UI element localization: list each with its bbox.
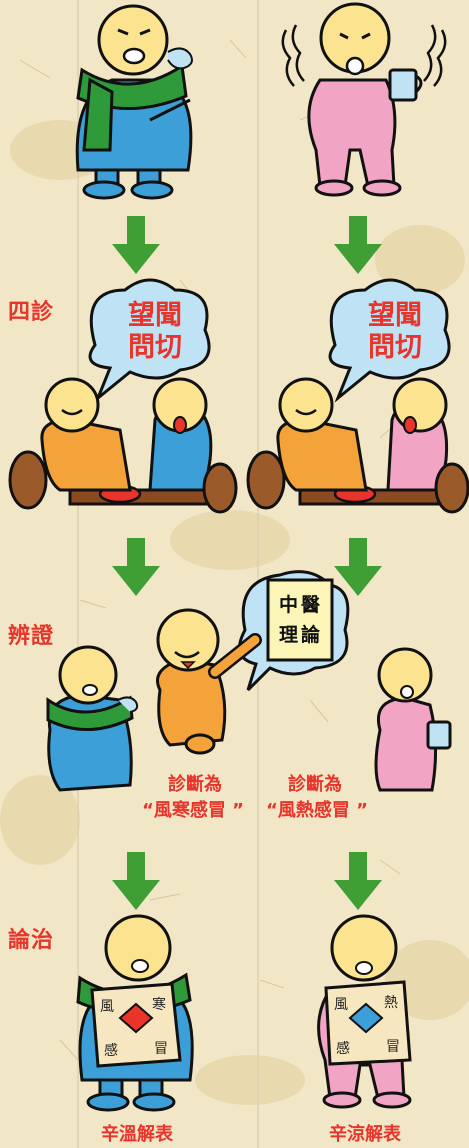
bubble-text-left: 望聞 問切	[115, 300, 195, 364]
cold-patient-top	[75, 4, 193, 200]
hot-patient-middle	[374, 647, 452, 792]
doctor-reasoning	[156, 570, 350, 755]
step-label-diagnosis: 四診	[8, 300, 55, 325]
consultation-left	[8, 278, 238, 514]
treatment-left: 辛溫解表	[101, 1124, 173, 1145]
book-line2: 理論	[278, 624, 323, 646]
bubble-right-line2: 問切	[368, 332, 422, 363]
diagnosis-right-line1: 診斷為	[288, 774, 342, 795]
bubble-left-line2: 問切	[128, 332, 182, 363]
treatment-right: 辛涼解表	[329, 1124, 401, 1145]
diagnosis-right: 診斷為	[270, 770, 360, 796]
diagnosis-left: 診斷為	[150, 770, 240, 796]
down-arrow-icon	[334, 852, 382, 910]
paper-left-char-3: 感	[104, 1043, 118, 1059]
hot-patient-top	[281, 2, 447, 197]
down-arrow-icon	[112, 538, 160, 596]
hot-patient-treated	[317, 914, 412, 1109]
diagnosis-left-line1: 診斷為	[168, 774, 222, 795]
down-arrow-icon	[112, 216, 160, 274]
bubble-text-right: 望聞 問切	[355, 300, 435, 364]
paper-right-char-4: 冒	[386, 1039, 400, 1055]
bubble-left-line1: 望聞	[128, 300, 182, 331]
diagnosis-left-name: “風寒感冒 ”	[142, 800, 244, 821]
paper-left-char-4: 冒	[154, 1041, 168, 1057]
bubble-right-line1: 望聞	[368, 300, 422, 331]
down-arrow-icon	[334, 216, 382, 274]
consultation-right	[246, 278, 469, 514]
paper-left-char-1: 風	[100, 999, 114, 1015]
diagnosis-right-name: “風熱感冒 ”	[266, 800, 368, 821]
paper-right-char-1: 風	[334, 997, 348, 1013]
paper-right-char-3: 感	[336, 1041, 350, 1057]
book-text: 中醫 理論	[270, 590, 332, 650]
cold-patient-middle	[46, 645, 139, 792]
down-arrow-icon	[112, 852, 160, 910]
book-line1: 中醫	[278, 594, 323, 616]
down-arrow-icon	[334, 538, 382, 596]
paper-right-char-2: 熱	[384, 995, 398, 1011]
step-label-differentiation: 辨證	[8, 624, 55, 649]
paper-left-char-2: 寒	[152, 997, 166, 1013]
step-label-treatment: 論治	[8, 928, 55, 953]
cold-patient-treated	[76, 914, 194, 1112]
